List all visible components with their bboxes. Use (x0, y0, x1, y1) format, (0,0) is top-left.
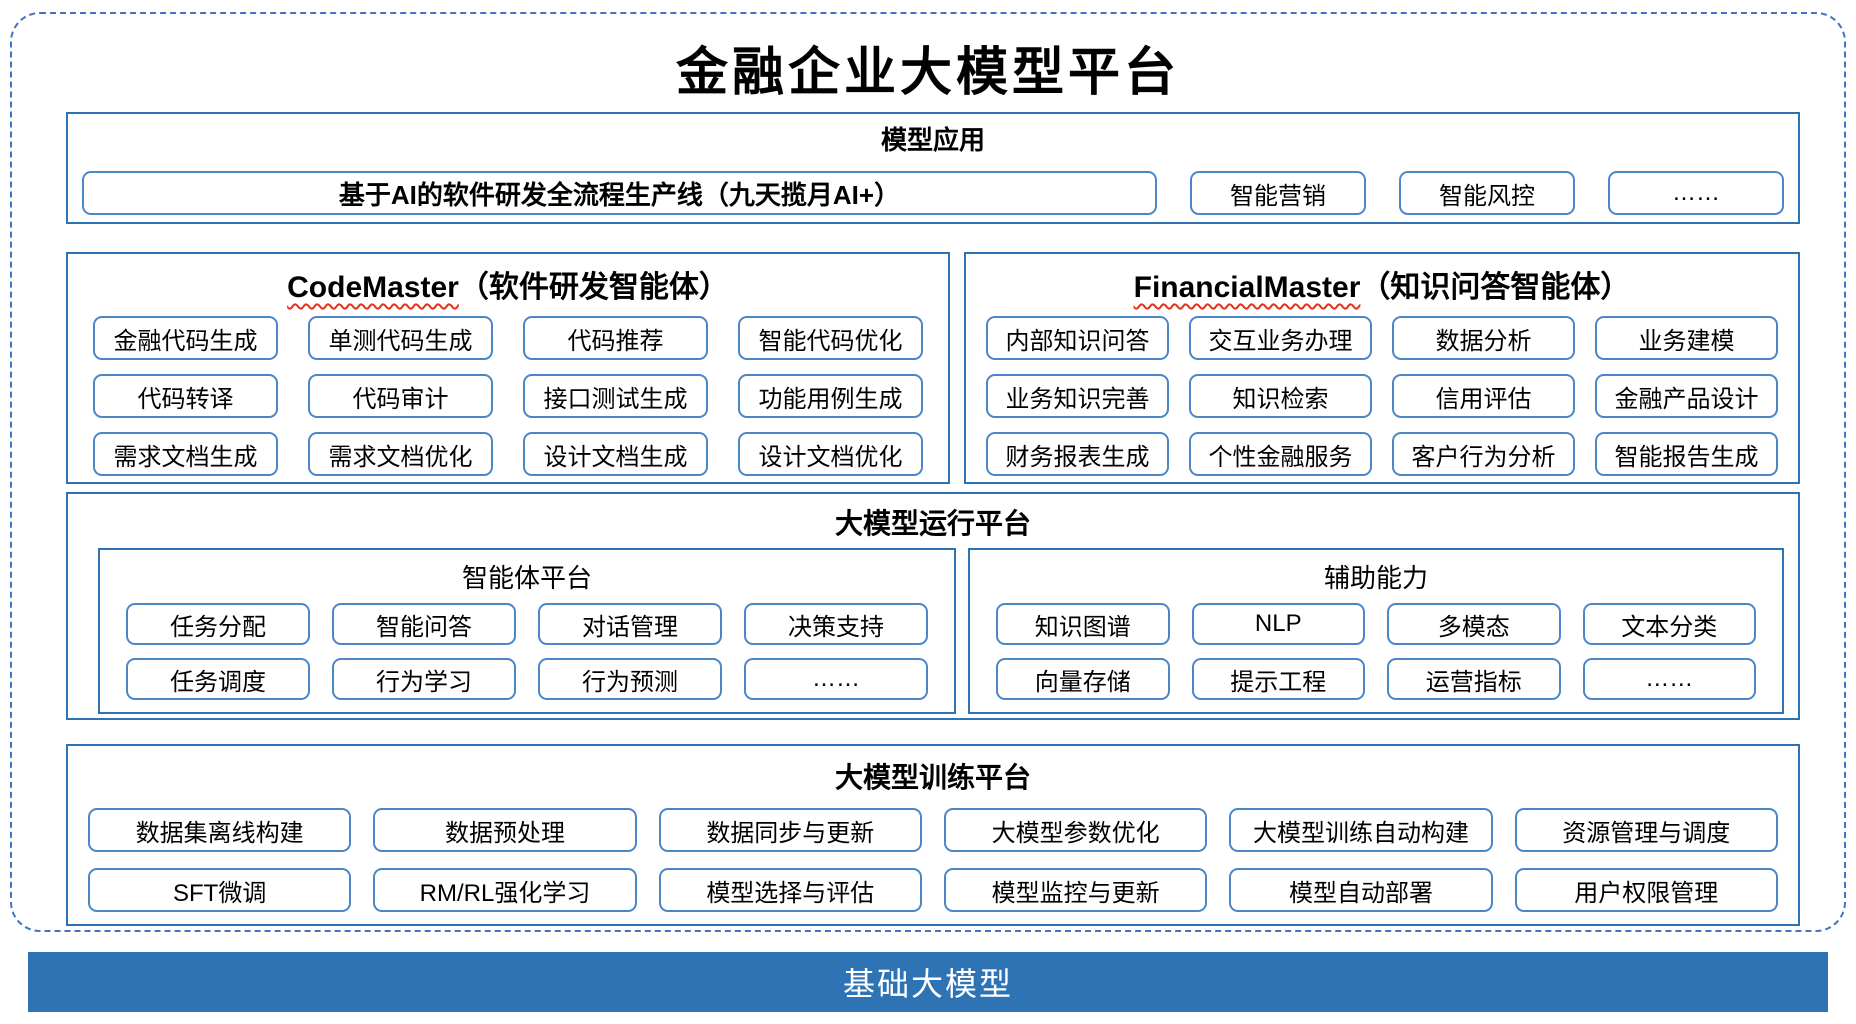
application-box: 智能营销 (1190, 171, 1366, 215)
capability-box: 代码审计 (308, 374, 493, 418)
training-platform-section: 大模型训练平台 数据集离线构建数据预处理数据同步与更新大模型参数优化大模型训练自… (66, 744, 1800, 926)
capability-box: 金融代码生成 (93, 316, 278, 360)
capability-box: 知识图谱 (996, 603, 1170, 645)
capability-box: 智能代码优化 (738, 316, 923, 360)
financialmaster-name: FinancialMaster (1133, 271, 1361, 304)
capability-box: 运营指标 (1387, 658, 1561, 700)
capability-box: 设计文档生成 (523, 432, 708, 476)
outer-dashed-frame (10, 12, 1846, 932)
capability-box: 大模型训练自动构建 (1229, 808, 1493, 852)
model-application-row: 基于AI的软件研发全流程生产线（九天揽月AI+） 智能营销智能风控 …… (68, 157, 1798, 215)
capability-box: 任务调度 (126, 658, 310, 700)
capability-box: 需求文档生成 (93, 432, 278, 476)
capability-box: 个性金融服务 (1189, 432, 1372, 476)
codemaster-name: CodeMaster (287, 271, 459, 304)
codemaster-capabilities: 金融代码生成单测代码生成代码推荐智能代码优化代码转译代码审计接口测试生成功能用例… (68, 316, 948, 476)
agent-platform-box: 智能体平台 任务分配智能问答对话管理决策支持任务调度行为学习行为预测 …… (98, 548, 956, 714)
capability-box: 数据集离线构建 (88, 808, 352, 852)
capability-box: 智能报告生成 (1595, 432, 1778, 476)
financialmaster-section: FinancialMaster（知识问答智能体） 内部知识问答交互业务办理数据分… (964, 252, 1800, 484)
capability-box: 财务报表生成 (986, 432, 1169, 476)
capability-box: 信用评估 (1392, 374, 1575, 418)
financialmaster-header: FinancialMaster（知识问答智能体） (966, 254, 1798, 306)
training-platform-header: 大模型训练平台 (834, 762, 1031, 793)
capability-box: 交互业务办理 (1189, 316, 1372, 360)
ai-pipeline-box: 基于AI的软件研发全流程生产线（九天揽月AI+） (82, 171, 1157, 215)
capability-box: 设计文档优化 (738, 432, 923, 476)
capability-box: 客户行为分析 (1392, 432, 1575, 476)
model-application-section: 模型应用 基于AI的软件研发全流程生产线（九天揽月AI+） 智能营销智能风控 …… (66, 112, 1800, 224)
capability-box: 需求文档优化 (308, 432, 493, 476)
capability-box: 任务分配 (126, 603, 310, 645)
capability-box: 业务建模 (1595, 316, 1778, 360)
application-box: …… (1608, 171, 1784, 215)
capability-box: 行为学习 (332, 658, 516, 700)
financialmaster-subtitle: （知识问答智能体） (1360, 271, 1631, 304)
capability-box: 数据分析 (1392, 316, 1575, 360)
capability-box: 多模态 (1387, 603, 1561, 645)
auxiliary-capability-box: 辅助能力 知识图谱 NLP 多模态文本分类向量存储提示工程运营指标 …… (968, 548, 1784, 714)
auxiliary-capability-header: 辅助能力 (1323, 563, 1428, 593)
capability-box: 业务知识完善 (986, 374, 1169, 418)
capability-box: 接口测试生成 (523, 374, 708, 418)
capability-box: RM/RL强化学习 (373, 868, 637, 912)
capability-box: 文本分类 (1582, 603, 1756, 645)
page-title: 金融企业大模型平台 (675, 42, 1180, 103)
capability-box: 智能问答 (332, 603, 516, 645)
capability-box: 资源管理与调度 (1514, 808, 1778, 852)
capability-box: 数据预处理 (373, 808, 637, 852)
capability-box: 模型监控与更新 (943, 868, 1208, 912)
capability-box: 大模型参数优化 (943, 808, 1208, 852)
capability-box: SFT微调 (88, 868, 352, 912)
capability-box: 对话管理 (538, 603, 722, 645)
capability-box: …… (1582, 658, 1756, 700)
model-application-header: 模型应用 (880, 125, 985, 155)
capability-box: NLP (1191, 603, 1365, 645)
capability-box: 知识检索 (1189, 374, 1372, 418)
capability-box: 模型自动部署 (1229, 868, 1493, 912)
capability-box: 用户权限管理 (1514, 868, 1778, 912)
codemaster-section: CodeMaster（软件研发智能体） 金融代码生成单测代码生成代码推荐智能代码… (66, 252, 950, 484)
capability-box: …… (744, 658, 928, 700)
capability-box: 模型选择与评估 (658, 868, 922, 912)
capability-box: 向量存储 (996, 658, 1170, 700)
auxiliary-capabilities: 知识图谱 NLP 多模态文本分类向量存储提示工程运营指标 …… (970, 603, 1782, 700)
financialmaster-capabilities: 内部知识问答交互业务办理数据分析业务建模业务知识完善知识检索信用评估金融产品设计… (966, 316, 1798, 476)
capability-box: 功能用例生成 (738, 374, 923, 418)
training-capabilities: 数据集离线构建数据预处理数据同步与更新大模型参数优化大模型训练自动构建资源管理与… (68, 808, 1798, 912)
codemaster-header: CodeMaster（软件研发智能体） (68, 254, 948, 306)
capability-box: 行为预测 (538, 658, 722, 700)
agent-platform-header: 智能体平台 (461, 563, 592, 593)
foundation-model-label: 基础大模型 (842, 966, 1013, 1002)
agent-platform-capabilities: 任务分配智能问答对话管理决策支持任务调度行为学习行为预测 …… (100, 603, 954, 700)
runtime-platform-header: 大模型运行平台 (834, 508, 1031, 539)
capability-box: 提示工程 (1191, 658, 1365, 700)
capability-box: 金融产品设计 (1595, 374, 1778, 418)
application-box: 智能风控 (1399, 171, 1575, 215)
capability-box: 单测代码生成 (308, 316, 493, 360)
foundation-model-bar: 基础大模型 (28, 952, 1828, 1012)
codemaster-subtitle: （软件研发智能体） (458, 271, 729, 304)
capability-box: 代码转译 (93, 374, 278, 418)
capability-box: 决策支持 (744, 603, 928, 645)
runtime-platform-section: 大模型运行平台 智能体平台 任务分配智能问答对话管理决策支持任务调度行为学习行为… (66, 492, 1800, 720)
capability-box: 代码推荐 (523, 316, 708, 360)
capability-box: 内部知识问答 (986, 316, 1169, 360)
capability-box: 数据同步与更新 (658, 808, 922, 852)
